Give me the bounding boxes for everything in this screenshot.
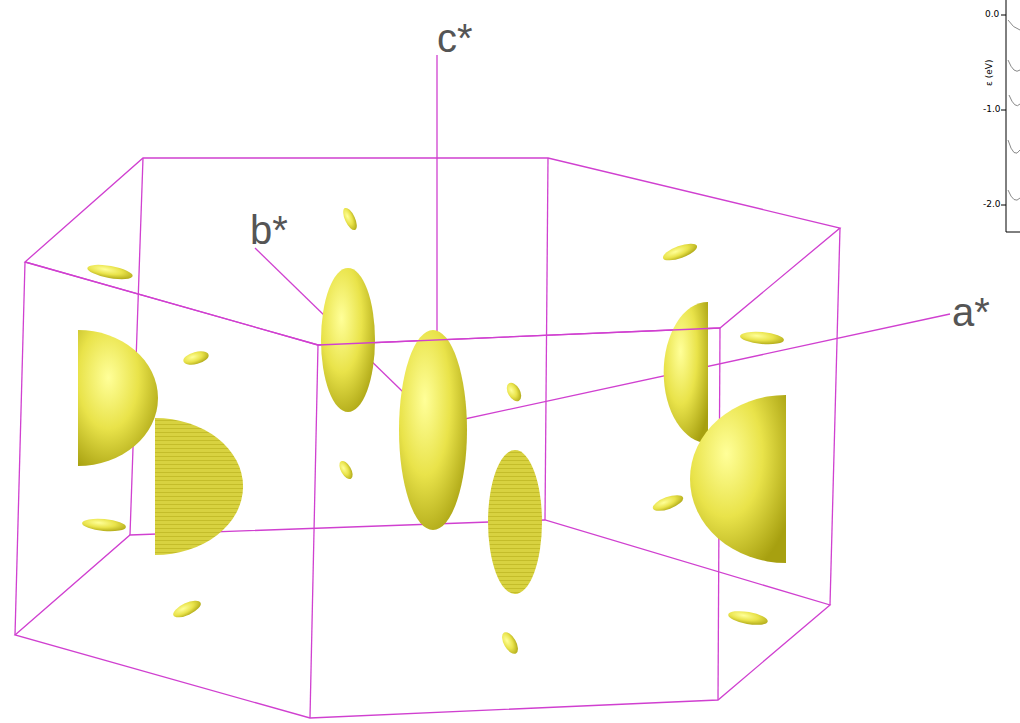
axis-label: c* <box>437 18 473 58</box>
reciprocal-axes <box>255 55 950 425</box>
band-plot-crop <box>1001 0 1020 232</box>
tick-label: -1.0 <box>983 105 1001 114</box>
axis-title: ε (eV) <box>985 60 994 86</box>
axis-label: b* <box>250 210 288 250</box>
axis-label: a* <box>952 292 990 332</box>
tick-label: 0.0 <box>985 10 999 19</box>
tick-label: -2.0 <box>983 200 1001 209</box>
brillouin-zone-front <box>25 262 720 345</box>
fermi-pockets <box>78 206 786 656</box>
brillouin-zone <box>15 158 840 718</box>
